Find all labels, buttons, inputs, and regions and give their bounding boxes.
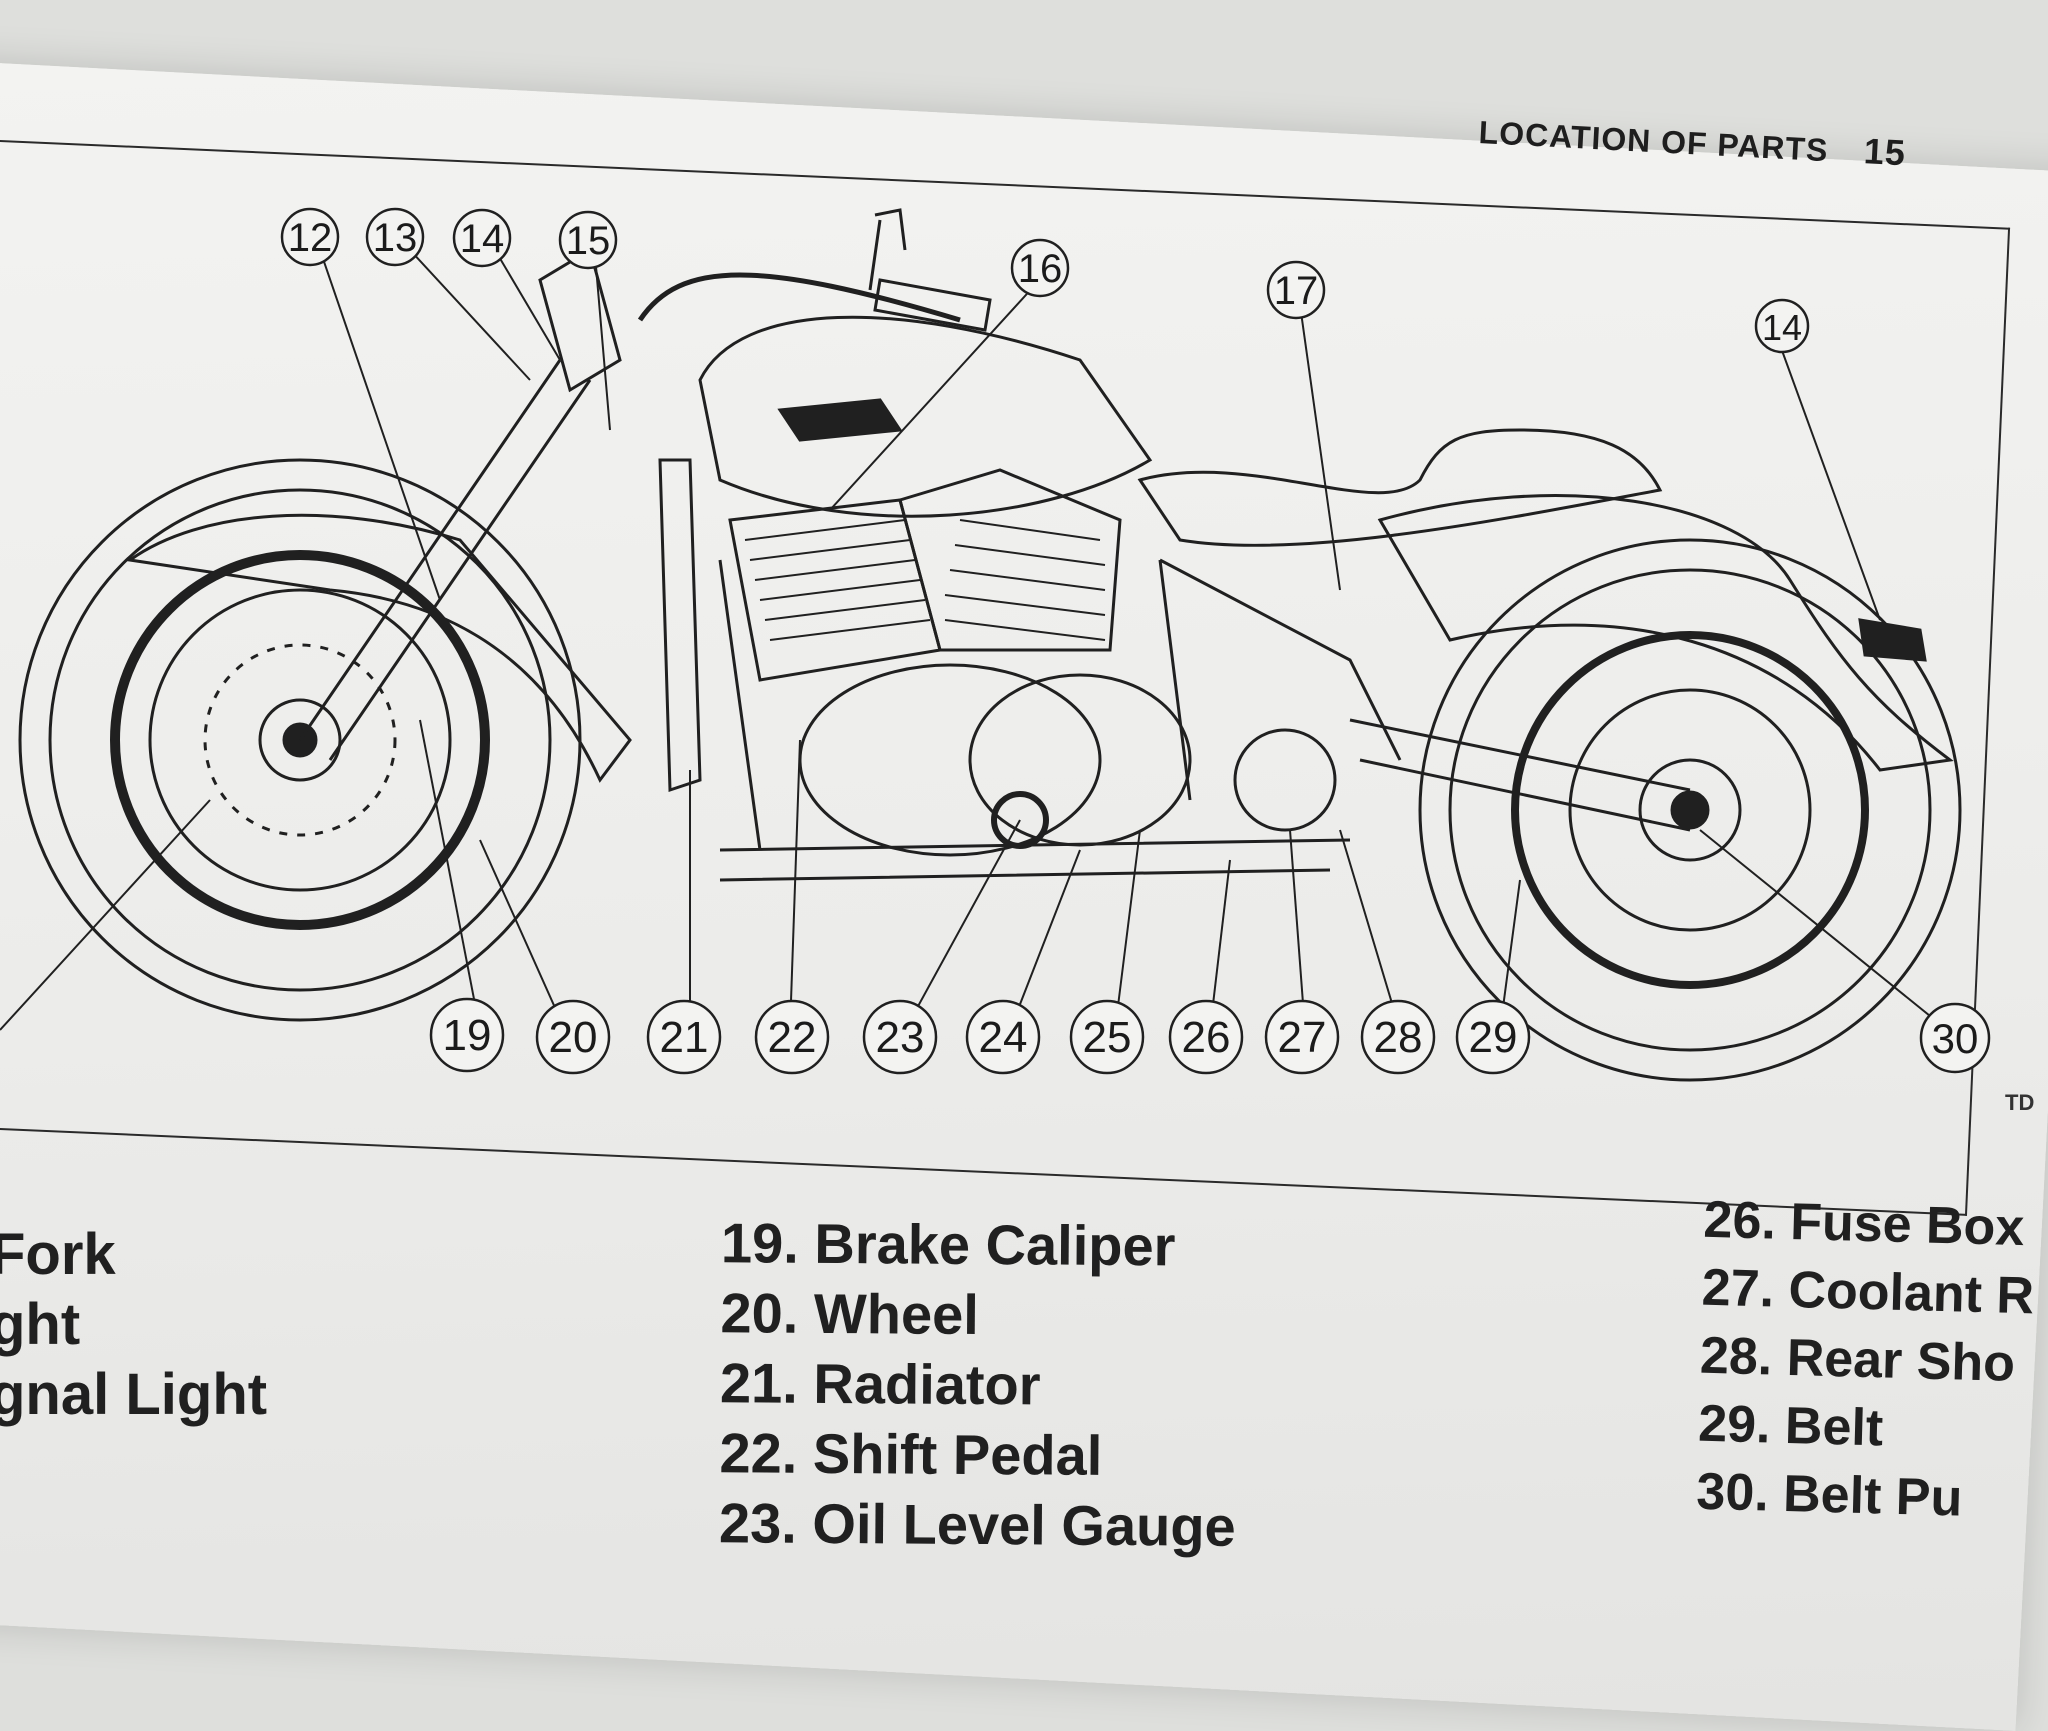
engine: [718, 468, 1192, 857]
motorcycle-diagram: 12 13 14 15 16 17 14 19 20 21 22 23 24 2…: [0, 207, 1991, 1082]
svg-text:21: 21: [660, 1013, 709, 1062]
svg-text:23: 23: [876, 1013, 925, 1062]
svg-text:20: 20: [549, 1013, 598, 1062]
svg-text:30: 30: [1932, 1015, 1979, 1062]
legend-column-3: 26. Fuse Box 27. Coolant R 28. Rear Sho …: [1696, 1186, 2037, 1535]
legend-item: Fork: [0, 1222, 116, 1287]
callout-20: 20: [535, 999, 611, 1075]
svg-text:14: 14: [1762, 307, 1802, 348]
callout-19: 19: [429, 997, 505, 1073]
svg-text:17: 17: [1274, 269, 1319, 313]
svg-text:29: 29: [1469, 1013, 1518, 1062]
legend-item: 30. Belt Pu: [1695, 1462, 1964, 1528]
callouts-top: 12 13 14 15 16 17 14: [280, 207, 1810, 354]
legend-item: 27. Coolant R: [1701, 1258, 2035, 1326]
front-fork: [298, 359, 592, 761]
callout-22: 22: [754, 999, 830, 1075]
seat: [1137, 428, 1663, 547]
callout-17: 17: [1266, 260, 1326, 320]
legend-item: 21. Radiator: [719, 1351, 1041, 1417]
callout-28: 28: [1360, 999, 1436, 1075]
radiator: [658, 458, 702, 793]
legend-item: ght: [0, 1292, 81, 1357]
swing-arm: [1349, 718, 1691, 832]
figure-code: TD: [2005, 1090, 2035, 1115]
callout-12: 12: [280, 207, 340, 267]
callout-16: 16: [1010, 238, 1070, 298]
legend-item: 29. Belt: [1697, 1394, 1884, 1458]
exhaust: [719, 838, 1351, 882]
callouts-bottom: 19 20 21 22 23 24 25 26 27 28 29 30: [429, 997, 1991, 1075]
callout-21: 21: [646, 999, 722, 1075]
legend-item: 22. Shift Pedal: [719, 1421, 1103, 1487]
callout-29: 29: [1455, 999, 1531, 1075]
callout-25: 25: [1069, 999, 1145, 1075]
front-fender: [126, 513, 632, 783]
callout-23: 23: [862, 999, 938, 1075]
svg-text:24: 24: [979, 1013, 1028, 1062]
svg-text:14: 14: [460, 217, 505, 261]
front-wheel: [18, 458, 582, 1022]
legend-item: 23. Oil Level Gauge: [718, 1491, 1236, 1558]
legend-item: 26. Fuse Box: [1702, 1190, 2026, 1258]
svg-text:22: 22: [768, 1013, 817, 1062]
taillight: [1858, 618, 1927, 662]
svg-text:16: 16: [1018, 247, 1063, 291]
callout-14-rear: 14: [1754, 298, 1810, 354]
legend-item: 28. Rear Sho: [1699, 1326, 2016, 1393]
callout-14: 14: [452, 208, 512, 268]
fuel-tank: [698, 315, 1153, 518]
svg-text:15: 15: [566, 219, 611, 263]
callout-30: 30: [1919, 1002, 1991, 1074]
rear-fender: [1377, 494, 1954, 772]
svg-text:19: 19: [443, 1011, 492, 1060]
svg-text:26: 26: [1182, 1013, 1231, 1062]
legend-item: 20. Wheel: [720, 1281, 980, 1347]
callout-27: 27: [1264, 999, 1340, 1075]
legend-column-2: 19. Brake Caliper 20. Wheel 21. Radiator…: [719, 1208, 1238, 1562]
callout-24: 24: [965, 999, 1041, 1075]
svg-text:25: 25: [1083, 1013, 1132, 1062]
callout-15: 15: [558, 210, 618, 270]
legend-item: 19. Brake Caliper: [720, 1211, 1176, 1278]
callout-26: 26: [1168, 999, 1244, 1075]
svg-text:12: 12: [288, 216, 333, 260]
legend-column-1: Fork ght gnal Light: [0, 1220, 267, 1430]
callout-13: 13: [365, 207, 425, 267]
handlebar: [637, 272, 961, 323]
rear-wheel: [1418, 538, 1962, 1082]
svg-text:27: 27: [1278, 1013, 1327, 1062]
legend-item: gnal Light: [0, 1362, 268, 1427]
svg-text:28: 28: [1374, 1013, 1423, 1062]
svg-text:13: 13: [373, 216, 418, 260]
